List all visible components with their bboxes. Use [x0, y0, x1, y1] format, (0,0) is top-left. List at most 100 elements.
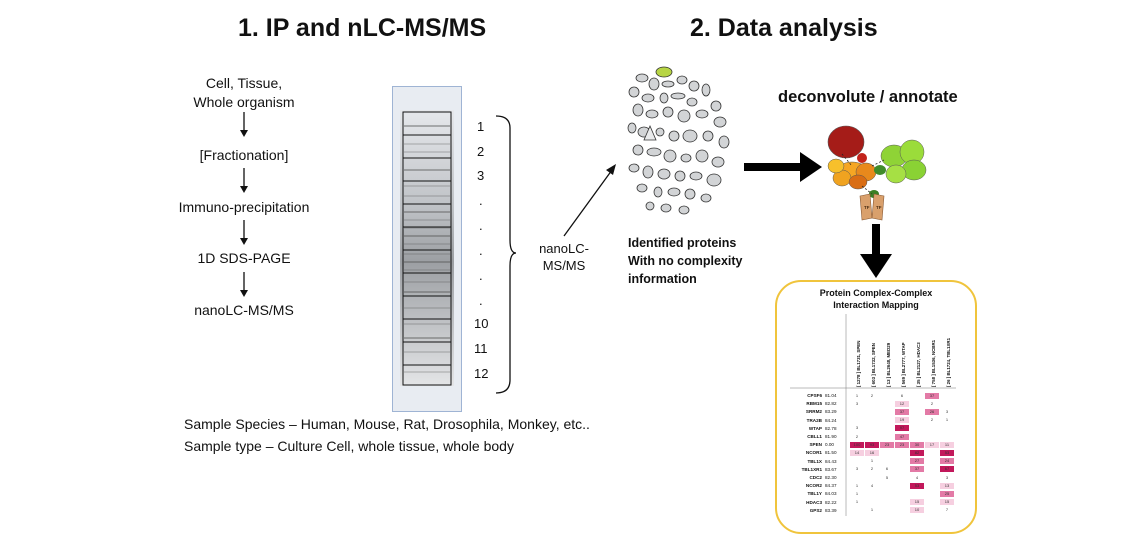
heatmap-cell: 2: [930, 400, 934, 406]
section-title-analysis: 2. Data analysis: [690, 14, 878, 42]
heatmap-column-header: [ 1278 ] BL1731, SPEN: [856, 340, 861, 387]
heatmap-row-name: GPS2: [809, 507, 822, 513]
heatmap-cell: 53: [910, 482, 924, 489]
heatmap-cell: 37: [910, 466, 924, 473]
heatmap-cell: 3: [855, 425, 859, 431]
heatmap-row-name: TBL1X: [807, 458, 822, 464]
lane-dot-2: .: [479, 218, 483, 233]
step-cell-tissue: Cell, Tissue, Whole organism: [134, 74, 354, 112]
heatmap-cell: [940, 401, 954, 407]
heatmap-cell: 5: [885, 474, 889, 480]
heatmap-row-name: SPEN: [809, 442, 822, 448]
heatmap-cell: [865, 409, 879, 415]
heatmap-cell: [910, 417, 924, 423]
heatmap-cell: 1: [945, 417, 949, 423]
heatmap-cell: [880, 483, 894, 489]
heatmap-cell: 4: [915, 474, 919, 480]
heatmap-cell: [925, 507, 939, 513]
heatmap-cell: 100: [850, 441, 864, 448]
heatmap-cell: [910, 434, 924, 440]
bracket-label-line1: nanoLC-: [539, 241, 589, 256]
lane-number-12: 12: [474, 366, 489, 381]
lane-number-1: 1: [477, 119, 485, 134]
heatmap-row-score: 84.24: [825, 417, 837, 423]
heatmap-cell: [880, 425, 894, 431]
identified-line3: information: [628, 272, 697, 286]
heatmap-cell: [940, 434, 954, 440]
heatmap-cell: 12: [895, 400, 909, 407]
heatmap-row-score: 84.03: [825, 491, 837, 497]
identified-proteins-text: Identified proteins With no complexity i…: [628, 234, 742, 288]
heatmap-column-header: [ 35 ] BL2127, HDAC3: [916, 342, 921, 387]
heatmap-row-score: 81.50: [825, 450, 837, 456]
heatmap-cell: 7: [945, 507, 949, 513]
heatmap-cell: [865, 425, 879, 431]
heatmap-cell: [895, 507, 909, 513]
heatmap-cell: [925, 483, 939, 489]
heatmap-cell: [940, 425, 954, 431]
heatmap-cell: 16: [865, 449, 879, 456]
arrow-down-4: [240, 272, 248, 297]
arrow-down-2: [240, 168, 248, 193]
heatmap-cell: 19: [895, 417, 909, 424]
sds-page-gel: [392, 86, 462, 412]
sample-type-text: Sample type – Culture Cell, whole tissue…: [184, 438, 514, 454]
protein-complex-cluster: [827, 125, 927, 221]
arrow-down-3: [240, 220, 248, 245]
heatmap-cell: 37: [895, 408, 909, 415]
heatmap-cell: 23: [895, 441, 909, 448]
lane-number-2: 2: [477, 144, 485, 159]
lane-bracket: [495, 115, 517, 394]
heatmap-cell: [925, 499, 939, 505]
heatmap-cell: [880, 450, 894, 456]
lane-number-10: 10: [474, 316, 489, 331]
heatmap-cell: [895, 499, 909, 505]
heatmap-cell: [925, 450, 939, 456]
heatmap-row-name: CBLL1: [807, 434, 822, 439]
heatmap-cell: 11: [940, 441, 954, 448]
heatmap-cell: [880, 409, 894, 415]
heatmap-row-score: 81.04: [825, 393, 837, 398]
protein-cloud: [627, 66, 730, 215]
heatmap-row-name: WTAP: [808, 425, 822, 431]
heatmap-cell: [895, 483, 909, 489]
heatmap-cell: 2: [930, 417, 934, 423]
heatmap-row-name: NCOR1: [805, 450, 822, 456]
lane-dot-4: .: [479, 268, 483, 283]
heatmap-cell: [880, 491, 894, 497]
lane-dot-3: .: [479, 243, 483, 258]
heatmap-cell: 1: [855, 392, 859, 398]
heatmap-cell: [850, 475, 864, 481]
heatmap-row-name: NCOR2: [805, 483, 822, 489]
heatmap-title-line1: Protein Complex-Complex: [819, 288, 933, 298]
step-nanolc: nanoLC-MS/MS: [194, 302, 294, 318]
heatmap-cell: [925, 458, 939, 464]
deconvolute-label: deconvolute / annotate: [778, 88, 958, 106]
heatmap-cell: 26: [925, 408, 939, 415]
heatmap-cell: [895, 491, 909, 497]
heatmap-cell: 1: [855, 499, 859, 505]
heatmap-cell: [910, 425, 924, 431]
heatmap-cell: [880, 458, 894, 464]
heatmap-cell: [910, 393, 924, 399]
heatmap-row-name: CPSF6: [807, 393, 822, 398]
heatmap-row-name: TRA2B: [806, 417, 822, 423]
heatmap-cell: 67: [940, 466, 954, 473]
heatmap-cell: [865, 475, 879, 481]
heatmap-row-score: 82.78: [825, 425, 837, 431]
heatmap-cell: [925, 475, 939, 481]
heatmap-cell: [850, 458, 864, 464]
heatmap-cell: [895, 475, 909, 481]
heatmap-cell: 1: [855, 482, 859, 488]
heatmap-column-header: [ 758 ] BL1536, NCBR1: [931, 339, 936, 387]
heatmap-cell: 2: [855, 433, 859, 439]
heatmap-cell: [925, 491, 939, 497]
diagonal-arrow: [563, 164, 616, 237]
arrow-down-1: [240, 112, 248, 137]
bracket-label-line2: MS/MS: [542, 258, 586, 273]
heatmap-cell: [850, 507, 864, 513]
heatmap-cell: 27: [910, 458, 924, 465]
heatmap-cell: 82: [910, 449, 924, 456]
heatmap-cell: 1: [870, 458, 874, 464]
heatmap-cell: [925, 434, 939, 440]
